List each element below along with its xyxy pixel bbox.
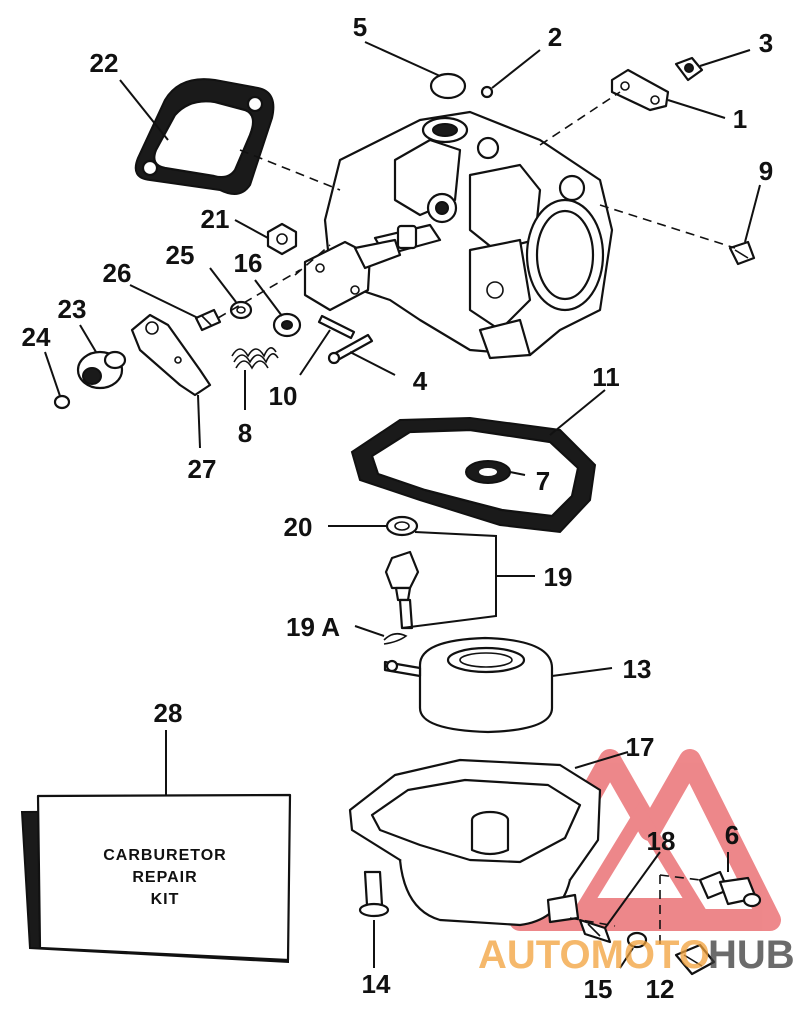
callout-27: 27 xyxy=(188,454,217,484)
callout-24: 24 xyxy=(22,322,51,352)
alignment-lines xyxy=(217,91,736,945)
part-4-pin xyxy=(327,333,374,365)
callout-9: 9 xyxy=(759,156,773,186)
callout-8: 8 xyxy=(238,418,252,448)
part-28-repair-kit-box: CARBURETOR REPAIR KIT xyxy=(20,793,292,964)
callout-26: 26 xyxy=(103,258,132,288)
callout-3: 3 xyxy=(759,28,773,58)
callout-6: 6 xyxy=(725,820,739,850)
part-19a-clip xyxy=(383,632,408,645)
part-26-screw xyxy=(194,308,222,332)
leader-lines xyxy=(44,41,761,969)
part-2-ball xyxy=(480,85,494,99)
part-12-plug xyxy=(674,943,716,976)
carburetor-body xyxy=(323,110,614,360)
part-22-gasket xyxy=(134,78,275,195)
callout-labels: 1 2 3 4 5 6 7 8 9 10 11 12 13 14 15 16 1… xyxy=(22,12,774,1004)
callout-2: 2 xyxy=(548,22,562,52)
part-5-plug xyxy=(429,72,467,100)
part-15-gasket xyxy=(626,931,648,949)
part-23-roller xyxy=(76,350,127,390)
callout-22: 22 xyxy=(90,48,119,78)
part-3-screw xyxy=(674,56,704,82)
callout-10: 10 xyxy=(269,381,298,411)
part-17-float-bowl xyxy=(348,758,602,927)
callout-7: 7 xyxy=(536,466,550,496)
callout-12: 12 xyxy=(646,974,675,1004)
callout-5: 5 xyxy=(353,12,367,42)
callout-21: 21 xyxy=(201,204,230,234)
part-18-screw xyxy=(578,918,612,944)
callout-16: 16 xyxy=(234,248,263,278)
part-8-spring xyxy=(231,347,279,370)
kit-label-line2: REPAIR xyxy=(132,869,197,886)
part-19-valve xyxy=(384,550,420,630)
part-lever-plate xyxy=(303,238,402,312)
watermark-text: AUTOMOTO HUB xyxy=(478,933,795,977)
callout-17: 17 xyxy=(626,732,655,762)
kit-label-line1: CARBURETOR xyxy=(103,847,226,864)
callout-19a: 19 A xyxy=(286,612,340,642)
callout-11: 11 xyxy=(592,362,620,392)
callout-18: 18 xyxy=(647,826,676,856)
callout-28: 28 xyxy=(154,698,183,728)
callout-19: 19 xyxy=(544,562,573,592)
callout-25: 25 xyxy=(166,240,195,270)
callout-4: 4 xyxy=(413,366,428,396)
part-9-screw xyxy=(728,240,756,266)
part-7-seal xyxy=(465,460,511,484)
callout-23: 23 xyxy=(58,294,87,324)
watermark-text-part2: HUB xyxy=(708,933,795,977)
part-10-pin xyxy=(317,314,356,340)
part-24-ring xyxy=(53,394,71,410)
part-1-bracket xyxy=(610,68,670,112)
part-6-fitting xyxy=(698,870,762,908)
callout-15: 15 xyxy=(584,974,613,1004)
callout-20: 20 xyxy=(284,512,313,542)
kit-label-line3: KIT xyxy=(151,891,180,908)
part-25-washer xyxy=(229,300,253,320)
part-27-lever xyxy=(130,313,212,397)
part-16-nut xyxy=(272,312,302,338)
part-20-washer xyxy=(385,515,419,537)
watermark-text-part1: AUTOMOTO xyxy=(478,933,710,977)
callout-13: 13 xyxy=(623,654,652,684)
part-21-nut xyxy=(266,222,298,256)
callout-1: 1 xyxy=(733,104,747,134)
part-13-float xyxy=(383,636,554,734)
part-14-screw xyxy=(358,870,390,918)
callout-14: 14 xyxy=(362,969,391,999)
